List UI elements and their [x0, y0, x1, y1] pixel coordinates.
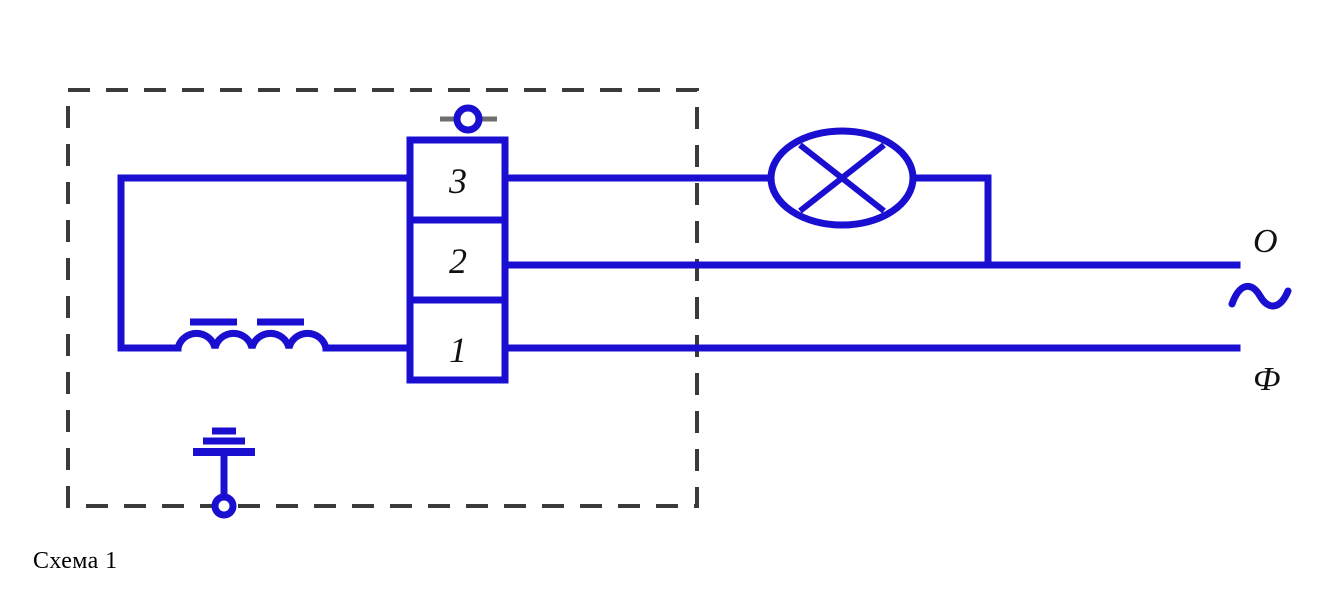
- rail-label-neutral: О: [1253, 223, 1278, 260]
- rail-label-phase: Ф: [1253, 361, 1280, 398]
- ground-node-icon: [211, 493, 237, 519]
- wire-internal-loop-left: [117, 174, 414, 352]
- inductor-coil-icon: [174, 329, 330, 352]
- terminal-block-outline: [406, 136, 509, 384]
- ac-sine-wave-icon: [1228, 283, 1292, 310]
- terminal-label-3: 3: [448, 161, 467, 201]
- terminal-marker-circle-icon: [453, 104, 483, 134]
- terminal-label-2: 2: [449, 241, 467, 281]
- terminal-label-1: 1: [449, 330, 467, 370]
- device-boundary-dashed-rect: [66, 88, 699, 508]
- wire-lamp-to-neutral: [908, 174, 992, 269]
- figure-caption: Схема 1: [33, 548, 118, 574]
- lamp-cross-stroke-b-icon: [798, 142, 886, 214]
